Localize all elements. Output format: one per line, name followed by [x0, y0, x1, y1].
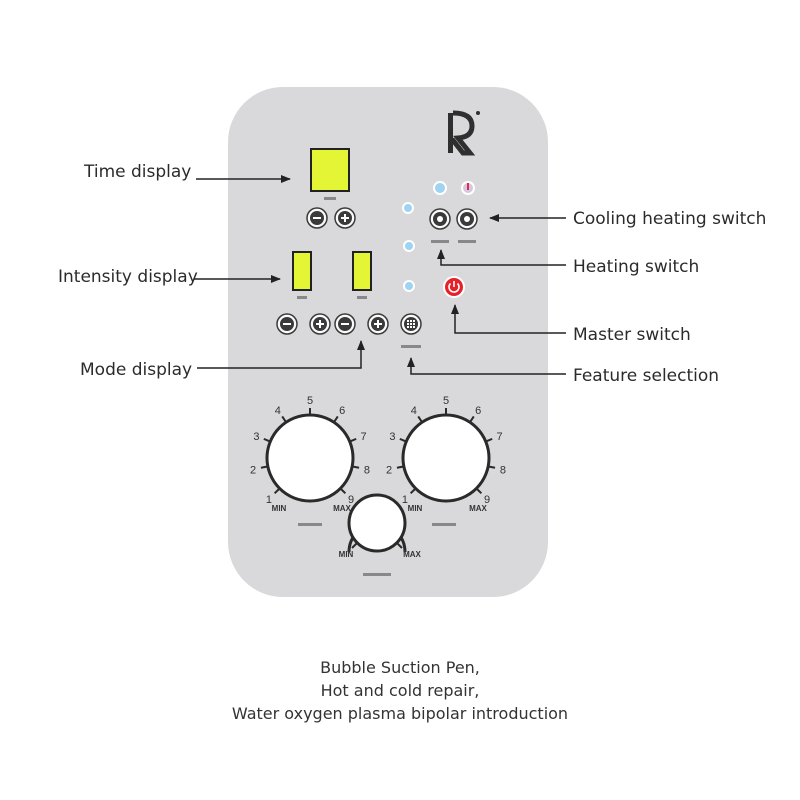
cooling-caption-mark [431, 240, 449, 243]
knob-left-caption-mark [298, 523, 322, 526]
intensity-left-caption-mark [297, 296, 307, 299]
air-knob-caption-mark [363, 573, 391, 576]
heating-caption-mark [458, 240, 476, 243]
mode-led-2 [403, 240, 415, 252]
knob-right-scale-label-4: 4 [411, 405, 417, 417]
heating-switch-callout: Heating switch [573, 257, 699, 277]
master-switch-button[interactable] [443, 276, 465, 298]
mode-led-1 [402, 202, 414, 214]
mode-display-callout: Mode display [80, 360, 192, 380]
intensity-left-minus-button[interactable] [276, 313, 298, 335]
knob-right-tick-3 [399, 437, 406, 443]
knob-right-caption-mark [432, 523, 456, 526]
knob-left-scale-label-3: 3 [253, 431, 259, 443]
air-knob-max-label: MAX [403, 550, 421, 559]
knob-right-tick-2 [396, 465, 404, 469]
air-knob-min-label: MIN [339, 550, 354, 559]
feature-selection-button[interactable] [400, 313, 422, 335]
caption-line-2: Hot and cold repair, [320, 681, 480, 700]
intensity-display-left [292, 251, 312, 291]
intensity-right-minus-button[interactable] [334, 313, 356, 335]
master-switch-arrow [451, 304, 566, 334]
knob-left-scale-label-5: 5 [307, 395, 313, 407]
cooling-heating-switch-callout: Cooling heating switch [573, 209, 766, 229]
knob-left-tick-3 [263, 437, 270, 443]
intensity-display-callout: Intensity display [58, 267, 198, 287]
knob-right-scale-label-6: 6 [475, 405, 481, 417]
cooling-indicator-icon [433, 181, 447, 195]
knob-right-tick-7 [486, 437, 493, 443]
mode-display-arrow [197, 340, 365, 369]
power-icon [448, 281, 460, 293]
cooling-heating-switch-button[interactable] [429, 208, 451, 230]
grid-icon [407, 320, 415, 328]
mode-led-3 [403, 280, 415, 292]
knob-left-tick-6 [333, 415, 339, 422]
knob-left-scale: 1 2 3 4 5 6 7 8 9 [250, 395, 370, 506]
thermometer-icon [467, 183, 469, 190]
air-pressure-knob[interactable]: MIN MAX [339, 493, 422, 559]
caption-line-1: Bubble Suction Pen, [320, 658, 480, 677]
knob-left-tick-2 [260, 465, 268, 469]
knob-right-tick-8 [488, 465, 496, 469]
knob-left-tick-7 [350, 437, 357, 443]
time-display-callout: Time display [83, 162, 191, 182]
knob-right-tick-6 [469, 415, 475, 422]
feature-selection-caption-mark [401, 345, 421, 348]
time-display-screen [310, 148, 350, 192]
knob-right-max-label: MAX [469, 504, 487, 513]
knob-left-min-label: MIN [272, 504, 287, 513]
water-flow-knob-left[interactable]: 1 2 3 4 5 6 7 8 9 MIN MAX [250, 395, 370, 513]
caption-line-3: Water oxygen plasma bipolar introduction [231, 704, 569, 723]
knob-left-tick-4 [281, 415, 287, 422]
intensity-display-right [352, 251, 372, 291]
knob-left-tick-1 [273, 488, 280, 495]
knob-right-scale-label-8: 8 [500, 464, 506, 476]
feature-selection-callout: Feature selection [573, 366, 719, 386]
knob-left-scale-label-9: 9 [348, 494, 354, 506]
knob-right-tick-1 [409, 488, 416, 495]
knob-right-scale-label-5: 5 [443, 395, 449, 407]
time-minus-button[interactable] [306, 207, 328, 229]
intensity-right-caption-mark [357, 296, 367, 299]
knob-left-scale-label-7: 7 [361, 431, 367, 443]
knob-right-scale-label-1: 1 [402, 494, 408, 506]
time-plus-button[interactable] [334, 207, 356, 229]
knob-right-tick-4 [417, 415, 423, 422]
heating-switch-button[interactable] [456, 208, 478, 230]
knob-left-tick-8 [352, 465, 360, 469]
knob-right-scale-label-3: 3 [389, 431, 395, 443]
intensity-left-plus-button[interactable] [309, 313, 331, 335]
knob-left-scale-label-2: 2 [250, 464, 256, 476]
knob-right-scale-label-2: 2 [386, 464, 392, 476]
intensity-right-plus-button[interactable] [367, 313, 389, 335]
water-flow-knob-right[interactable]: 1 2 3 4 5 6 7 8 9 MIN MAX [386, 395, 506, 513]
knob-right-scale-label-9: 9 [484, 494, 490, 506]
knob-left-tick-9 [340, 488, 347, 495]
brand-logo [448, 110, 480, 156]
knob-left-scale-label-8: 8 [364, 464, 370, 476]
knob-left-max-label: MAX [333, 504, 351, 513]
knob-right-tick-9 [476, 488, 483, 495]
knob-right-scale: 1 2 3 4 5 6 7 8 9 [386, 395, 506, 506]
knob-right-scale-label-7: 7 [497, 431, 503, 443]
knob-right-min-label: MIN [408, 504, 423, 513]
product-caption: Bubble Suction Pen, Hot and cold repair,… [0, 656, 800, 725]
knob-left-scale-label-4: 4 [275, 405, 281, 417]
knob-left-scale-label-6: 6 [339, 405, 345, 417]
knob-left-scale-label-1: 1 [266, 494, 272, 506]
heating-switch-arrow [437, 249, 566, 266]
master-switch-callout: Master switch [573, 325, 691, 345]
feature-selection-arrow [407, 357, 566, 375]
time-display-caption-mark [324, 197, 336, 200]
